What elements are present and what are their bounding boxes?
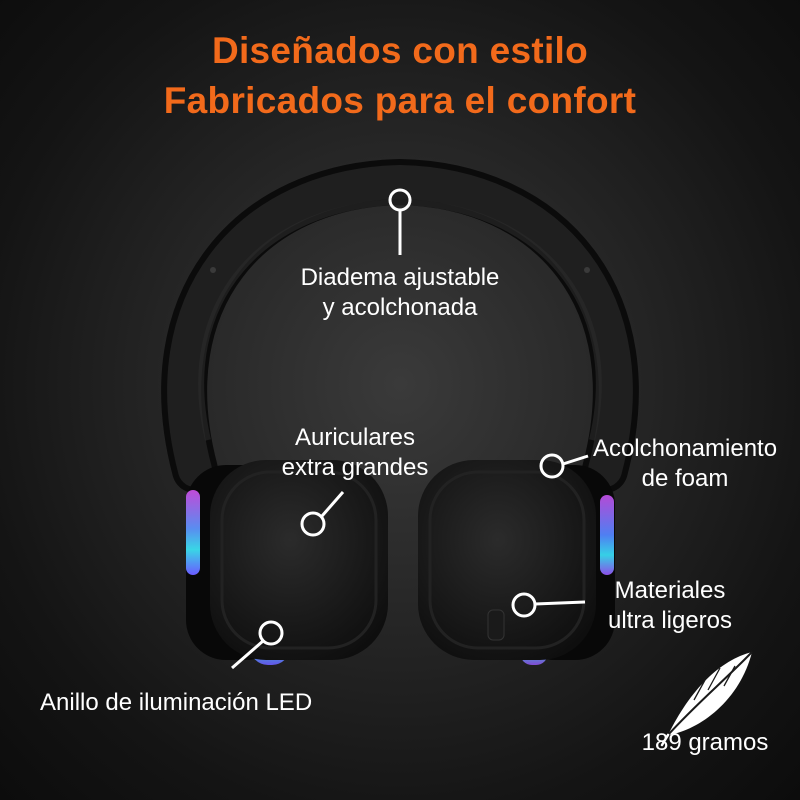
pointer-materials bbox=[511, 592, 586, 618]
pointer-foam bbox=[539, 453, 589, 479]
left-earcup bbox=[186, 460, 388, 665]
left-led-ring bbox=[186, 490, 200, 575]
headline-line-2: Fabricados para el confort bbox=[163, 80, 637, 121]
pointer-led bbox=[231, 620, 284, 670]
control-button bbox=[487, 609, 505, 641]
callout-materials-line-1: Materiales bbox=[614, 577, 726, 604]
callout-headband-line-1: Diadema ajustable bbox=[300, 264, 500, 291]
pointer-earcups bbox=[300, 491, 345, 537]
callout-foam-line-1: Acolchonamiento bbox=[592, 435, 778, 462]
callout-headband-line-2: y acolchonada bbox=[322, 294, 478, 321]
callout-materials-line-2: ultra ligeros bbox=[607, 607, 733, 634]
callout-led: Anillo de iluminación LED bbox=[40, 688, 365, 718]
callout-foam-line-2: de foam bbox=[641, 465, 729, 492]
callout-earcups: Auriculares extra grandes bbox=[255, 423, 455, 483]
callout-foam: Acolchonamiento de foam bbox=[580, 434, 790, 494]
callout-led-line-1: Anillo de iluminación LED bbox=[40, 689, 313, 716]
pointer-headband bbox=[388, 188, 412, 255]
weight-label: 189 gramos bbox=[641, 729, 769, 756]
feather-icon bbox=[660, 651, 753, 747]
right-earcup bbox=[418, 460, 615, 665]
callout-earcups-line-2: extra grandes bbox=[281, 454, 429, 481]
callout-headband: Diadema ajustable y acolchonada bbox=[250, 263, 550, 323]
callout-earcups-line-1: Auriculares bbox=[294, 424, 416, 451]
right-led-ring bbox=[600, 495, 614, 575]
callout-materials: Materiales ultra ligeros bbox=[590, 576, 750, 636]
headband bbox=[161, 158, 639, 493]
headline-line-1: Diseñados con estilo bbox=[211, 30, 589, 71]
